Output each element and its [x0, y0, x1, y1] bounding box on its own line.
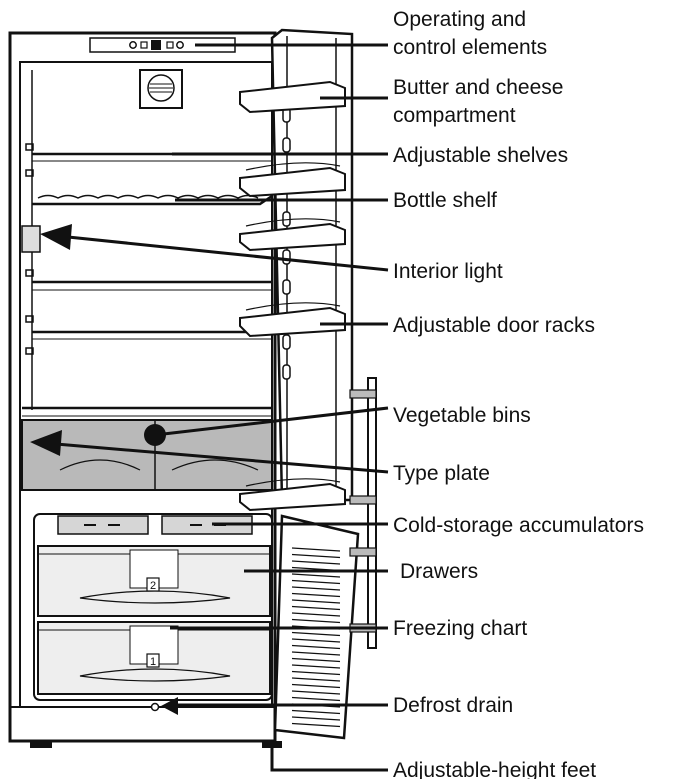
drawer-number-1: 1: [150, 656, 156, 668]
line-vegetable-bins: [154, 406, 389, 437]
line-interior-light: [67, 235, 389, 272]
vent-slat: [291, 573, 341, 578]
vent-slat: [291, 657, 341, 663]
label-door-racks: Adjustable door racks: [393, 314, 595, 337]
label-feet: Adjustable-height feet: [393, 759, 596, 779]
foot-left: [30, 741, 52, 748]
label-bottle-shelf: Bottle shelf: [393, 189, 497, 212]
accumulator-left: [57, 515, 149, 535]
dot-vegetable-bins: [144, 424, 166, 446]
label-controls-line2: control elements: [393, 36, 547, 59]
label-drawers: Drawers: [400, 560, 478, 583]
vent-slat: [291, 586, 341, 591]
vent-slat: [291, 638, 341, 643]
vent-slat: [291, 579, 341, 585]
vent-slat: [291, 683, 341, 689]
label-defrost-drain: Defrost drain: [393, 694, 513, 717]
vent-slat: [291, 592, 341, 598]
label-accumulators: Cold-storage accumulators: [393, 514, 644, 537]
defrost-drain-graphic: [150, 702, 160, 712]
arrowhead-defrost-drain: [161, 697, 178, 715]
vent-slat: [291, 612, 341, 617]
vent-slat: [291, 631, 341, 637]
arrowhead-type-plate: [30, 430, 62, 456]
vent-slat: [291, 618, 341, 624]
vent-slat: [291, 651, 341, 656]
vent-slat: [291, 547, 341, 552]
interior-light-graphic: [21, 225, 41, 253]
label-controls-line1: Operating and: [393, 8, 526, 31]
vent-slat: [291, 722, 341, 728]
label-freezing-chart: Freezing chart: [393, 617, 527, 640]
line-feet: [270, 746, 388, 772]
vent-slat: [291, 709, 341, 715]
vent-slat: [291, 599, 341, 604]
vent-slat: [291, 553, 341, 559]
vent-slat: [291, 644, 341, 650]
vent-slat: [291, 696, 341, 702]
label-butter-line2: compartment: [393, 104, 516, 127]
label-type-plate: Type plate: [393, 462, 490, 485]
foot-right: [262, 741, 282, 748]
label-shelves: Adjustable shelves: [393, 144, 568, 167]
drawer-upper: [37, 545, 271, 617]
vent-slat: [291, 664, 341, 669]
vent-slat: [291, 605, 341, 611]
vent-slat: [291, 670, 341, 676]
control-panel: [89, 37, 236, 53]
leader-lines: [55, 43, 389, 772]
label-vegetable-bins: Vegetable bins: [393, 404, 531, 427]
line-type-plate: [55, 442, 389, 474]
vent-slat: [291, 677, 341, 682]
freezer-compartment: [33, 513, 273, 701]
arrowhead-interior-light: [40, 224, 72, 250]
drawer-number-2: 2: [150, 580, 156, 592]
fan-unit: [139, 69, 183, 109]
vent-slat: [291, 690, 341, 695]
label-butter-line1: Butter and cheese: [393, 76, 563, 99]
label-interior-light: Interior light: [393, 260, 503, 283]
door-handle: [367, 377, 377, 649]
vent-slat: [291, 560, 341, 565]
feet: [30, 741, 282, 748]
labels: Operating and control elements Butter an…: [393, 8, 644, 782]
vent-slat: [291, 716, 341, 721]
